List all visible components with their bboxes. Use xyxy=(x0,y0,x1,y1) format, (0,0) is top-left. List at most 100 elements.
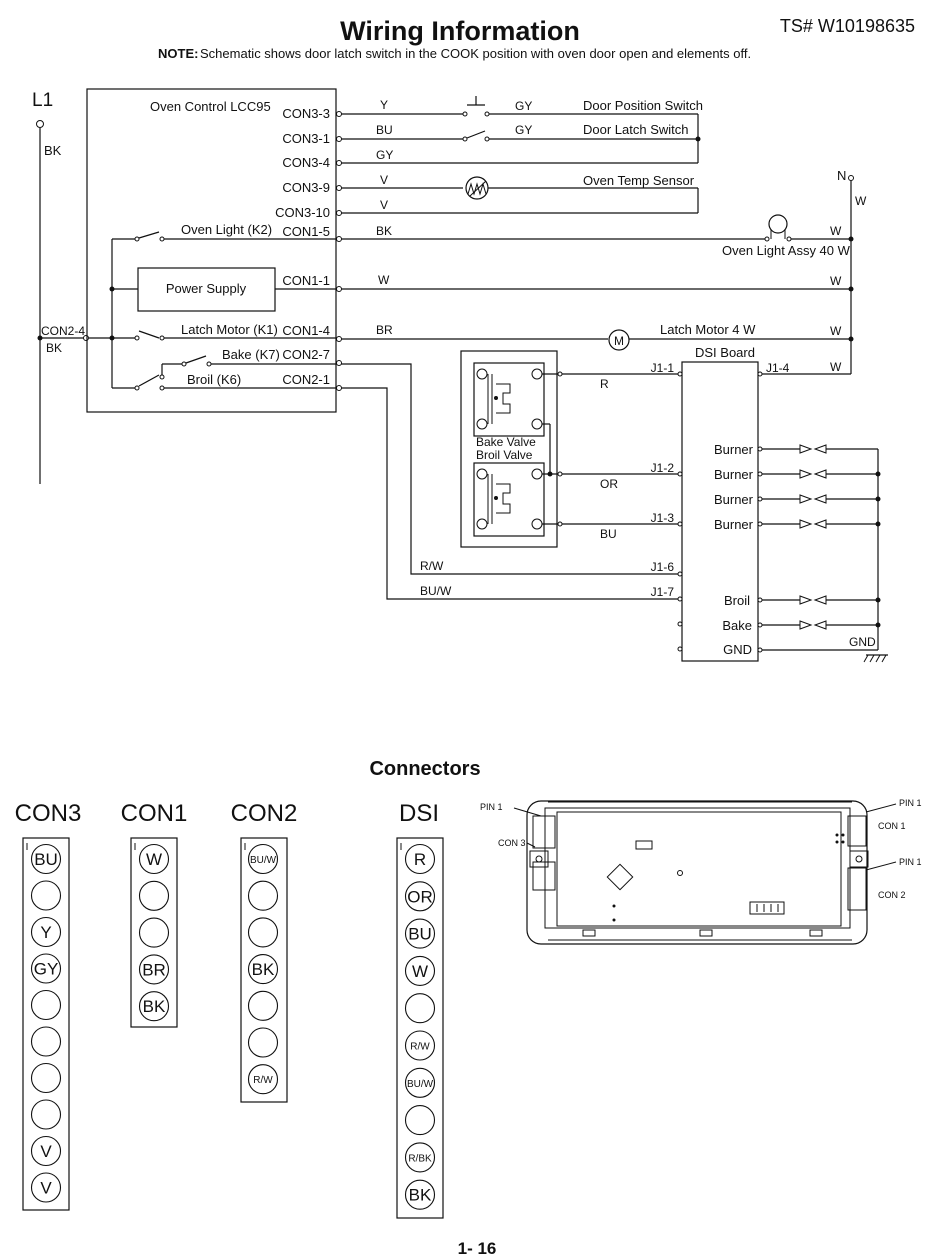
motor-m-symbol: M xyxy=(614,334,624,348)
pin-con2-1: CON2-1 xyxy=(282,372,330,387)
board-con3-label: CON 3 xyxy=(498,838,526,848)
dsi-pin-9-label: R/BK xyxy=(408,1153,432,1164)
con3-pin-3 xyxy=(30,916,62,948)
dsi-pin-3 xyxy=(404,918,436,949)
board-con1-label: CON 1 xyxy=(878,821,906,831)
l1-wire-label: BK xyxy=(44,143,62,158)
dsi-pin-5 xyxy=(404,993,436,1024)
wire-y: Y xyxy=(380,98,388,112)
pin1-markers xyxy=(26,843,402,850)
con3-pin-1 xyxy=(30,843,62,875)
page-title: Wiring Information xyxy=(340,16,580,46)
dsi-pin-4-label: W xyxy=(412,962,428,981)
con2-pin-7 xyxy=(247,1064,279,1095)
bake-valve-box xyxy=(473,362,545,437)
con2-connector xyxy=(240,837,288,1103)
oven-light-bulb-symbol xyxy=(768,214,788,234)
con2-pin-2 xyxy=(247,880,279,911)
con3-pin-3-label: Y xyxy=(40,923,51,942)
note-text: Schematic shows door latch switch in the… xyxy=(200,46,751,61)
con3-pin-8 xyxy=(30,1099,62,1130)
ground-junctions xyxy=(875,471,881,628)
dsi-board-label: DSI Board xyxy=(695,345,755,360)
wire-gy-3: GY xyxy=(376,148,393,162)
wire-bk-light: BK xyxy=(376,224,392,238)
wire-r: R xyxy=(600,377,609,391)
oven-light-relay-contact xyxy=(138,231,160,239)
burner-label-1: Burner xyxy=(714,442,754,457)
dsi-pin-10 xyxy=(404,1179,436,1210)
wire-buw: BU/W xyxy=(420,584,452,598)
con1-pin-3 xyxy=(138,917,170,948)
wire-v-2: V xyxy=(380,198,388,212)
broil-output-label: Broil xyxy=(724,593,750,608)
con2-pin-7-label: R/W xyxy=(253,1075,273,1086)
broil-valve-label: Broil Valve xyxy=(476,448,533,462)
bake-output-label: Bake xyxy=(722,618,752,633)
con2-pin-1 xyxy=(247,843,279,875)
dsi-terminals xyxy=(677,371,763,653)
pin-con3-4: CON3-4 xyxy=(282,155,330,170)
con1-pin-5 xyxy=(138,991,170,1022)
dsi-title: DSI xyxy=(399,800,439,827)
pin-con1-5: CON1-5 xyxy=(282,224,330,239)
control-terminals xyxy=(336,111,342,391)
wire-w-power-right: W xyxy=(830,274,842,288)
dsi-pin-1-label: R xyxy=(414,850,426,869)
con2-pin-5 xyxy=(247,990,279,1021)
dsi-pin-8 xyxy=(404,1105,436,1136)
con1-pin-2 xyxy=(138,880,170,911)
dsi-pin-9 xyxy=(404,1142,436,1173)
wire-bu-broil: BU xyxy=(600,527,617,541)
con3-pin-5 xyxy=(30,989,62,1021)
con3-pin-6 xyxy=(30,1026,62,1057)
dsi-j1-6: J1-6 xyxy=(651,560,675,574)
broil-valve-box xyxy=(473,462,545,537)
dsi-pin-4 xyxy=(404,955,436,986)
pin-con1-4: CON1-4 xyxy=(282,323,330,338)
dsi-j1-7: J1-7 xyxy=(651,585,675,599)
con1-pin-4-label: BR xyxy=(142,960,166,979)
oven-temp-sensor-label: Oven Temp Sensor xyxy=(583,173,695,188)
dsi-pin-2 xyxy=(404,881,436,912)
wire-w-light: W xyxy=(830,224,842,238)
con1-title: CON1 xyxy=(121,800,188,827)
con3-connector xyxy=(22,837,70,1211)
oven-light-relay-label: Oven Light (K2) xyxy=(181,222,272,237)
board-pin1-left: PIN 1 xyxy=(480,802,503,812)
dsi-j1-4: J1-4 xyxy=(766,361,790,375)
con2-pin-3 xyxy=(247,917,279,948)
gnd-right-label: GND xyxy=(849,635,876,649)
dsi-j1-2: J1-2 xyxy=(651,461,675,475)
valve-assembly-box xyxy=(460,350,558,548)
ground-symbol-icon xyxy=(863,654,888,663)
con3-pin-10 xyxy=(30,1172,62,1203)
dsi-pin-6-label: R/W xyxy=(410,1042,430,1053)
dsi-board-box xyxy=(681,361,759,662)
oven-light-assy-label: Oven Light Assy 40 W xyxy=(722,243,851,258)
con3-pin-1-label: BU xyxy=(34,850,58,869)
wire-w-power: W xyxy=(378,273,390,287)
con2-pin-6 xyxy=(247,1027,279,1058)
con2-4-wire-label: BK xyxy=(46,341,62,355)
page-number: 1- 16 xyxy=(458,1239,497,1256)
board-pin1-right-top: PIN 1 xyxy=(899,798,922,808)
pin-con1-1: CON1-1 xyxy=(282,273,330,288)
l1-label: L1 xyxy=(32,90,53,111)
wire-w-dsi: W xyxy=(830,360,842,374)
power-supply-label: Power Supply xyxy=(166,281,247,296)
pin-con3-9: CON3-9 xyxy=(282,180,330,195)
board-con2-label: CON 2 xyxy=(878,890,906,900)
con2-pin-4 xyxy=(247,954,279,985)
neutral-wire-label: W xyxy=(855,194,867,208)
l1-terminal xyxy=(36,120,44,128)
dsi-pin-2-label: OR xyxy=(407,887,433,906)
wire-buw-path xyxy=(341,387,678,600)
latch-motor-symbol xyxy=(608,329,630,351)
con3-pin-9 xyxy=(30,1135,62,1167)
wire-or: OR xyxy=(600,477,618,491)
wire-bu-latch: BU xyxy=(376,123,393,137)
wire-rw-path xyxy=(341,363,678,575)
